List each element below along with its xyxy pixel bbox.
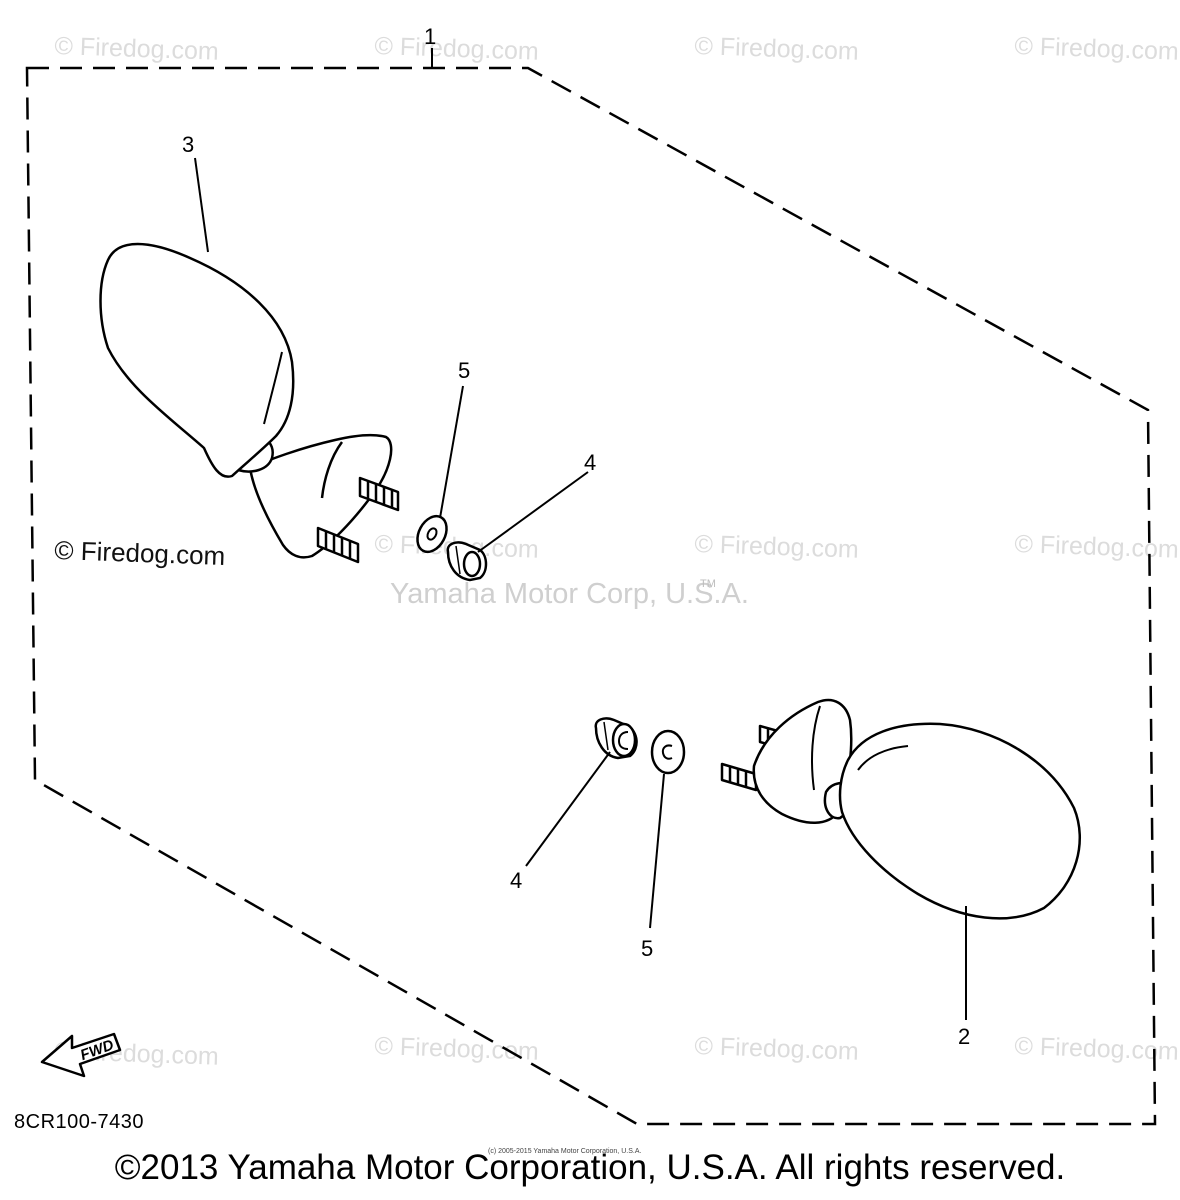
left-lower-stud <box>316 526 360 564</box>
leader-line-4-lower <box>525 751 611 867</box>
leader-line-5-lower <box>649 773 665 929</box>
callout-5-upper: 5 <box>458 358 470 383</box>
right-lower-stud <box>720 762 758 792</box>
callout-1: 1 <box>424 24 436 49</box>
nut-lower-part-4 <box>594 717 638 760</box>
leader-line-4-upper <box>477 471 589 553</box>
leader-line-3 <box>194 157 209 253</box>
left-mirror-part-3 <box>99 242 400 564</box>
part-code: 8CR100-7430 <box>14 1111 145 1133</box>
right-mirror-part-2 <box>720 698 1082 920</box>
small-copyright: (c) 2005-2015 Yamaha Motor Corporation, … <box>488 1148 642 1155</box>
fwd-label: FWD <box>78 1036 116 1064</box>
washer-lower-part-5 <box>650 729 686 775</box>
left-upper-stud <box>358 476 400 512</box>
callout-3: 3 <box>182 132 194 157</box>
nut-upper-part-4 <box>446 541 488 582</box>
callout-4-lower: 4 <box>510 868 522 893</box>
fwd-arrow-icon: FWD <box>40 1032 122 1078</box>
trademark-mark: TM <box>700 578 716 590</box>
watermark-yamaha: Yamaha Motor Corp, U.S.A. <box>390 578 749 610</box>
callout-5-lower: 5 <box>641 936 653 961</box>
leader-line-5-upper <box>439 385 464 519</box>
assembly-boundary <box>25 66 1157 1126</box>
callout-4-upper: 4 <box>584 450 596 475</box>
copyright-notice: ©2013 Yamaha Motor Corporation, U.S.A. A… <box>114 1148 1066 1187</box>
washer-upper-part-5 <box>416 514 448 554</box>
callout-2: 2 <box>958 1024 970 1049</box>
